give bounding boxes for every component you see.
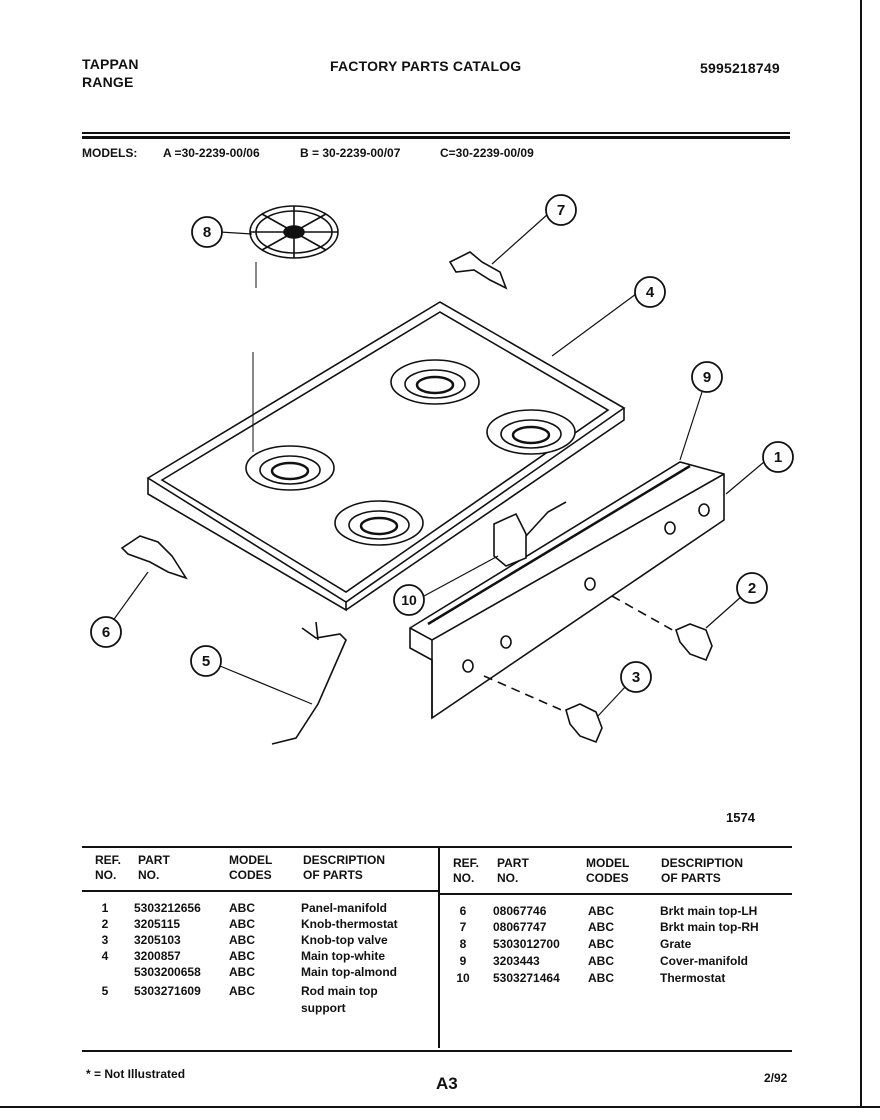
callout-10 — [393, 584, 425, 616]
header-rule-top — [82, 132, 790, 134]
callout-7 — [545, 194, 577, 226]
scan-edge-right — [860, 0, 880, 1120]
callout-2 — [736, 572, 768, 604]
callout-5 — [190, 645, 222, 677]
callout-6 — [90, 616, 122, 648]
catalog-number: 5995218749 — [700, 60, 780, 76]
callout-4-label: 4 — [646, 284, 655, 301]
callout-1-label: 1 — [774, 449, 782, 466]
callout-1 — [762, 441, 794, 473]
manifold-panel-drawing — [409, 461, 725, 720]
model-c: C=30-2239-00/09 — [440, 146, 534, 160]
scan-edge-bottom — [0, 1106, 880, 1120]
callout-3-label: 3 — [632, 669, 640, 686]
callout-3 — [620, 661, 652, 693]
header-underline-left — [82, 890, 438, 892]
table-divider — [438, 848, 440, 1048]
callout-5-label: 5 — [202, 653, 210, 670]
models-label: MODELS: — [82, 146, 138, 160]
callout-7-label: 7 — [557, 202, 565, 219]
table-top-rule — [82, 846, 792, 848]
brand-line-1: TAPPAN — [82, 56, 139, 72]
table-bottom-rule — [82, 1050, 792, 1052]
figure-number: 1574 — [726, 810, 755, 825]
callout-10-label: 10 — [401, 592, 417, 608]
callout-4 — [634, 276, 666, 308]
header-rule-bottom — [82, 136, 790, 139]
revision-date: 2/92 — [764, 1071, 788, 1085]
exploded-parts-diagram: 1 2 3 4 5 6 7 8 9 10 — [90, 194, 794, 745]
table-row: support — [301, 1001, 346, 1015]
knob-thermostat-drawing — [611, 595, 713, 662]
leader-lines — [111, 213, 765, 717]
callout-6-label: 6 — [102, 624, 110, 641]
brand-line-2: RANGE — [82, 74, 134, 90]
grate-drawing — [249, 205, 339, 452]
bracket-lh-drawing — [120, 535, 188, 580]
rod-drawing — [271, 627, 347, 745]
bracket-rh-drawing — [448, 251, 508, 290]
not-illustrated-note: * = Not Illustrated — [86, 1067, 186, 1081]
callout-8-label: 8 — [203, 224, 211, 241]
page-number: A3 — [436, 1074, 458, 1093]
catalog-title: FACTORY PARTS CATALOG — [330, 58, 522, 74]
model-b: B = 30-2239-00/07 — [300, 146, 401, 160]
main-top-drawing — [146, 301, 626, 612]
callout-2-label: 2 — [748, 580, 756, 597]
header-underline-right — [440, 893, 792, 895]
callout-8 — [191, 216, 223, 248]
header-ref-left: REF.NO. — [95, 853, 122, 882]
model-a: A =30-2239-00/06 — [163, 146, 260, 160]
knob-top-valve-drawing — [483, 675, 603, 744]
header-ref-right: REF.NO. — [453, 856, 480, 885]
callout-9 — [691, 361, 723, 393]
callout-9-label: 9 — [703, 369, 711, 386]
